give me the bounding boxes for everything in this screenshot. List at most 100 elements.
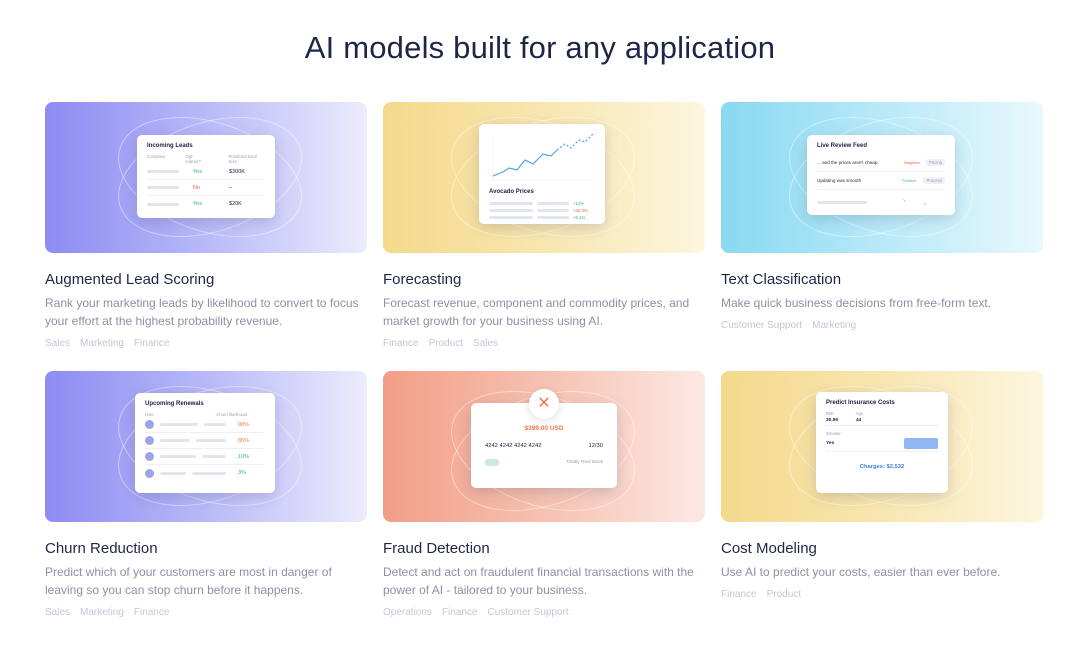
tag: Sales bbox=[473, 338, 499, 349]
review-text: Updating was smooth bbox=[817, 178, 862, 183]
field-value: 30.95 bbox=[826, 418, 839, 423]
review-feed-mock-panel: Live Review Feed ... and the prices aren… bbox=[807, 135, 955, 215]
deal-value: – bbox=[229, 184, 233, 191]
sentiment-badge: Negative bbox=[904, 160, 920, 165]
avatar bbox=[145, 468, 154, 478]
tag: Product bbox=[428, 338, 464, 349]
avatar bbox=[145, 420, 154, 429]
card-description: Detect and act on fraudulent financial t… bbox=[383, 565, 694, 597]
column-header: Opt-in/prior? bbox=[185, 154, 201, 164]
card-title[interactable]: Cost Modeling bbox=[721, 540, 817, 557]
table-row: Yes $300K bbox=[147, 164, 265, 180]
tag: Finance bbox=[133, 338, 170, 349]
card-title[interactable]: Forecasting bbox=[383, 271, 462, 288]
tag-list: Customer Support Marketing bbox=[721, 320, 1043, 331]
tag: Sales bbox=[45, 338, 71, 349]
table-row: 98% bbox=[145, 417, 265, 433]
loading-spinner-icon: ◝ bbox=[903, 199, 906, 206]
review-text: ... and the prices aren't cheap. bbox=[817, 160, 879, 165]
column-header: Churn likelihood bbox=[216, 412, 247, 417]
card-fraud-detection[interactable]: ✕ $399.00 USD 4242 4242 4242 4242 12/30 … bbox=[383, 371, 705, 618]
card-description: Use AI to predict your costs, easier tha… bbox=[721, 565, 1001, 579]
card-text-classification[interactable]: Live Review Feed ... and the prices aren… bbox=[721, 102, 1043, 331]
insurance-mock-panel: Predict Insurance Costs BMI Age 30.95 44… bbox=[816, 392, 948, 493]
field-label: BMI bbox=[826, 411, 834, 416]
tag: Product bbox=[766, 589, 802, 600]
column-header: User bbox=[145, 412, 155, 417]
tag: Sales bbox=[45, 607, 71, 618]
card-description: Rank your marketing leads by likelihood … bbox=[45, 296, 359, 328]
tag-list: Sales Marketing Finance bbox=[45, 338, 367, 349]
column-header: Predicted Deal Size bbox=[228, 154, 257, 164]
tag-list: Finance Product bbox=[721, 589, 1043, 600]
avatar bbox=[145, 436, 154, 445]
card-banner: ✕ $399.00 USD 4242 4242 4242 4242 12/30 … bbox=[383, 371, 705, 522]
field-value: Yes bbox=[826, 441, 835, 446]
card-title[interactable]: Fraud Detection bbox=[383, 540, 490, 557]
field-label: Smoker bbox=[826, 431, 841, 436]
mock-title: Upcoming Renewals bbox=[145, 401, 204, 407]
card-lead-scoring[interactable]: Incoming Leads Company Opt-in/prior? Pre… bbox=[45, 102, 367, 349]
card-number: 4242 4242 4242 4242 bbox=[485, 443, 542, 449]
topic-badge: Process bbox=[923, 177, 945, 184]
deal-value: $300K bbox=[229, 168, 245, 175]
field-label: Age bbox=[855, 411, 864, 416]
status-value: No bbox=[193, 184, 201, 191]
card-chip-icon bbox=[485, 459, 499, 466]
card-title[interactable]: Churn Reduction bbox=[45, 540, 158, 557]
tag-list: Sales Marketing Finance bbox=[45, 607, 367, 618]
tag: Customer Support bbox=[487, 607, 569, 618]
tag: Marketing bbox=[80, 338, 124, 349]
charges-result: Charges: $2,532 bbox=[859, 464, 905, 470]
status-value: Yes bbox=[193, 201, 202, 207]
card-description: Predict which of your customers are most… bbox=[45, 565, 332, 597]
mock-title: Predict Insurance Costs bbox=[826, 400, 895, 406]
forecast-line-chart bbox=[492, 133, 594, 181]
page-title: AI models built for any application bbox=[304, 30, 776, 65]
card-banner: Predict Insurance Costs BMI Age 30.95 44… bbox=[721, 371, 1043, 522]
tag: Finance bbox=[133, 607, 170, 618]
tag: Marketing bbox=[80, 607, 124, 618]
deal-value: $20K bbox=[229, 201, 242, 207]
churn-value: 3% bbox=[238, 470, 246, 476]
table-row: No – bbox=[147, 180, 265, 196]
tag: Marketing bbox=[812, 320, 857, 331]
card-title[interactable]: Augmented Lead Scoring bbox=[45, 271, 215, 288]
churn-value: 10% bbox=[238, 453, 250, 460]
card-cost-modeling[interactable]: Predict Insurance Costs BMI Age 30.95 44… bbox=[721, 371, 1043, 600]
topic-badge: Pricing bbox=[925, 159, 945, 166]
tag: Finance bbox=[383, 338, 419, 349]
card-expiry: 12/30 bbox=[588, 443, 603, 449]
review-row: ... and the prices aren't cheap. Negativ… bbox=[817, 154, 945, 172]
table-row: 10% bbox=[145, 449, 265, 465]
tag: Operations bbox=[383, 607, 432, 618]
status-value: Yes bbox=[193, 168, 202, 175]
forecast-mock-panel: Avocado Prices +12% +32.3% +6.1% bbox=[479, 124, 605, 224]
avatar bbox=[145, 452, 154, 461]
mock-title: Avocado Prices bbox=[489, 189, 534, 195]
renewals-mock-panel: Upcoming Renewals User Churn likelihood … bbox=[135, 393, 275, 493]
table-row: 3% bbox=[145, 465, 265, 481]
predict-button[interactable] bbox=[904, 438, 938, 449]
review-row: Updating was smooth Positive Process bbox=[817, 172, 945, 190]
fraud-x-icon: ✕ bbox=[529, 389, 559, 419]
tag: Finance bbox=[441, 607, 478, 618]
card-description: Make quick business decisions from free-… bbox=[721, 296, 992, 310]
tag-list: Finance Product Sales bbox=[383, 338, 705, 349]
card-churn-reduction[interactable]: Upcoming Renewals User Churn likelihood … bbox=[45, 371, 367, 618]
table-row: Yes $20K bbox=[147, 196, 265, 212]
change-value: +12% bbox=[573, 201, 585, 206]
payment-mock-panel: ✕ $399.00 USD 4242 4242 4242 4242 12/30 … bbox=[471, 389, 617, 488]
card-title[interactable]: Text Classification bbox=[721, 271, 842, 288]
card-banner: Incoming Leads Company Opt-in/prior? Pre… bbox=[45, 102, 367, 253]
card-description: Forecast revenue, component and commodit… bbox=[383, 296, 690, 328]
tag: Finance bbox=[721, 589, 757, 600]
change-value: +32.3% bbox=[573, 208, 588, 213]
card-banner: Live Review Feed ... and the prices aren… bbox=[721, 102, 1043, 253]
card-banner: Upcoming Renewals User Churn likelihood … bbox=[45, 371, 367, 522]
card-forecasting[interactable]: Avocado Prices +12% +32.3% +6.1% Forecas… bbox=[383, 102, 705, 349]
payment-amount: $399.00 USD bbox=[524, 425, 564, 432]
change-value: +6.1% bbox=[573, 215, 586, 220]
table-row: 85% bbox=[145, 433, 265, 449]
churn-value: 85% bbox=[238, 437, 250, 444]
